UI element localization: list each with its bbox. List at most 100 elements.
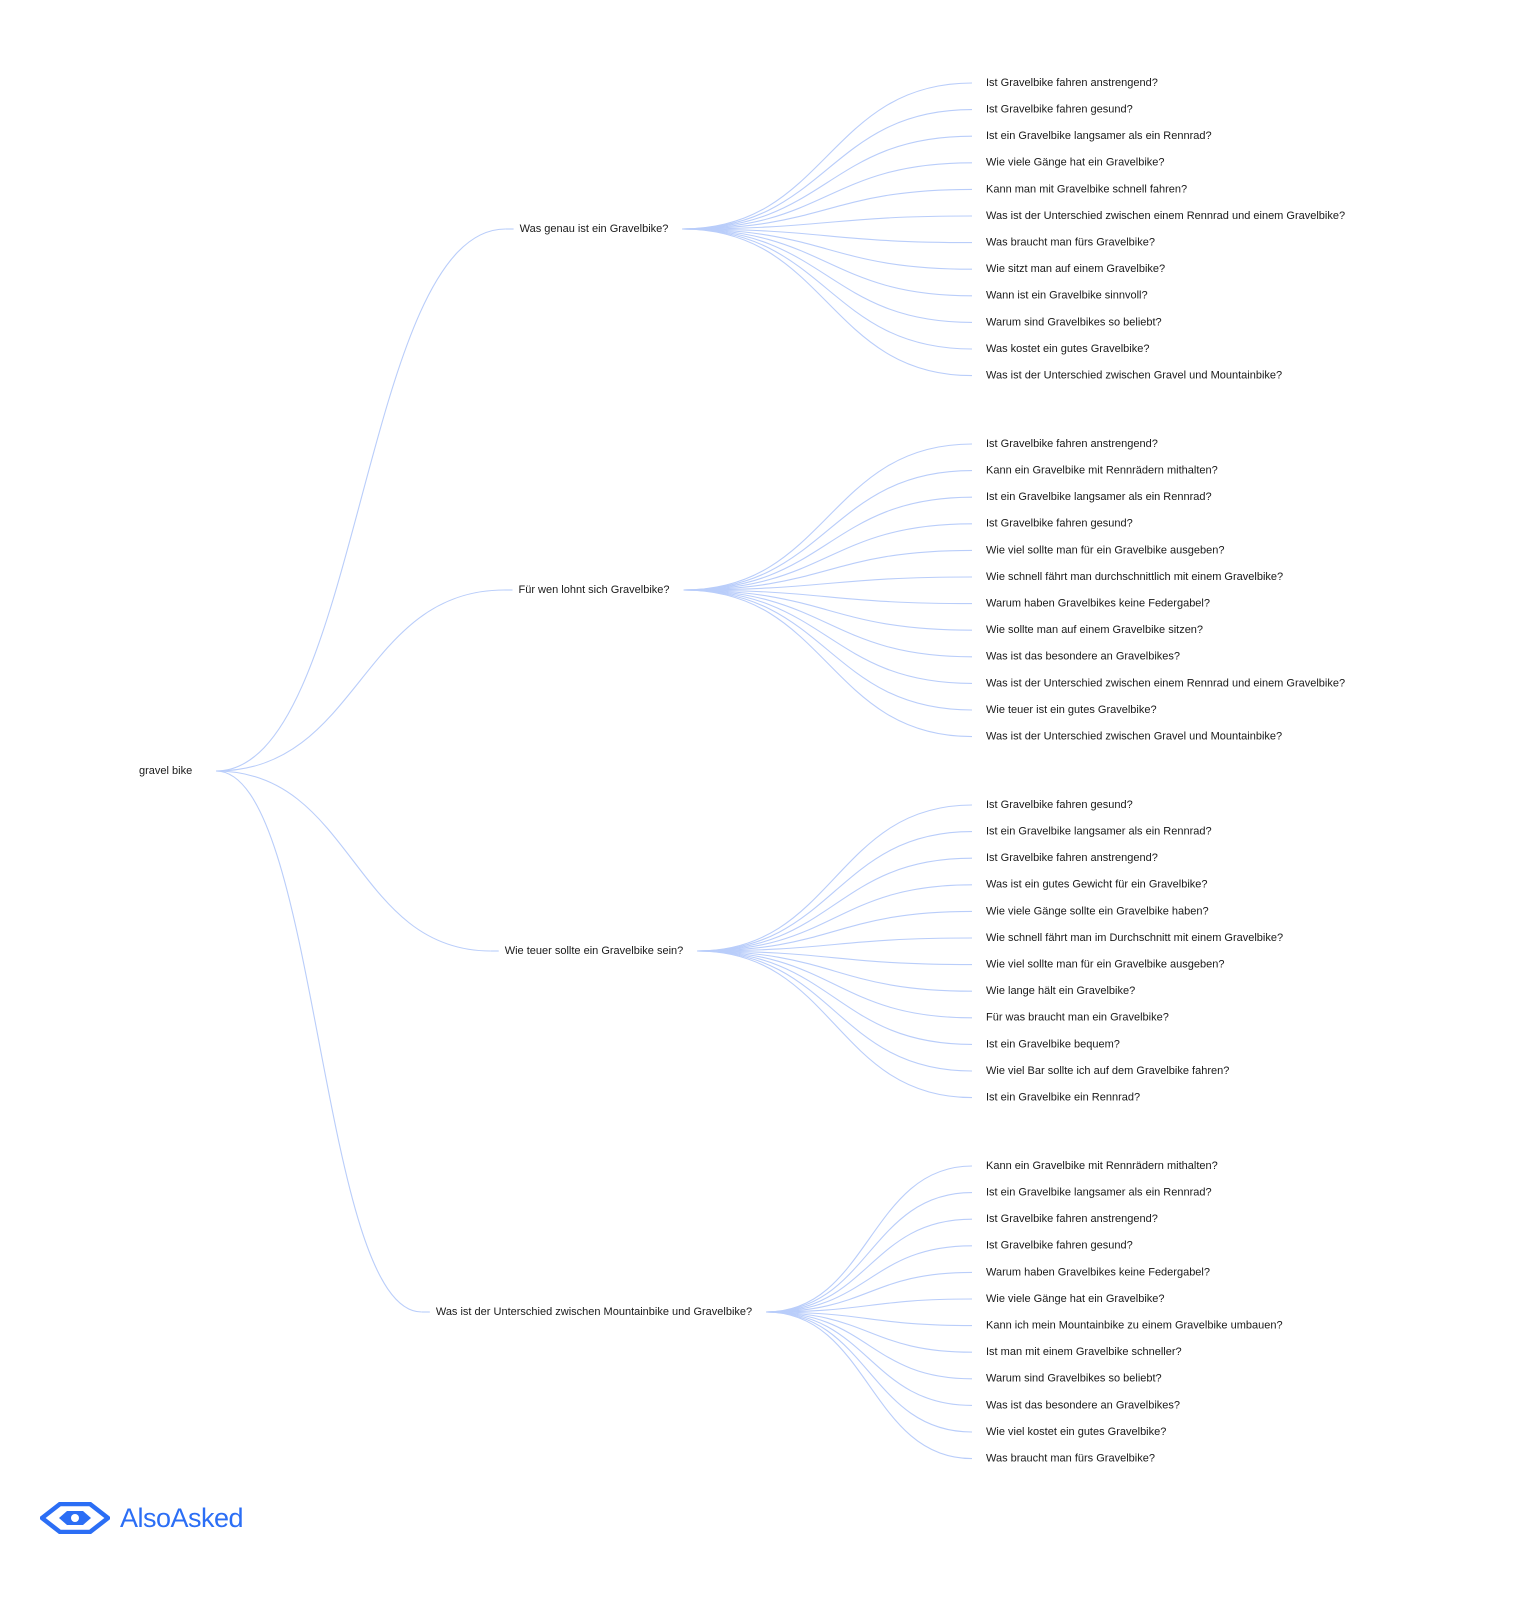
- branch-leaf-link: [697, 884, 973, 952]
- leaf-node: Ist Gravelbike fahren gesund?: [986, 1240, 1133, 1252]
- root-branch-link: [215, 770, 422, 1313]
- branch-leaf-link: [682, 228, 973, 297]
- leaf-node: Wie schnell fährt man durchschnittlich m…: [986, 571, 1283, 583]
- branch-leaf-link: [766, 1245, 973, 1313]
- branch-leaf-link: [766, 1311, 973, 1353]
- mind-map-links: [215, 82, 973, 1460]
- brand-logo: AlsoAsked: [40, 1502, 244, 1534]
- branch-leaf-link: [683, 589, 973, 711]
- branch-leaf-link: [766, 1311, 973, 1460]
- branch-leaf-link: [682, 228, 973, 323]
- branch-leaf-link: [683, 589, 973, 684]
- branch-leaf-link: [682, 162, 973, 230]
- branch-leaf-link: [697, 950, 973, 1045]
- leaf-node: Was ist das besondere an Gravelbikes?: [986, 1399, 1180, 1411]
- branch-leaf-link: [683, 576, 973, 591]
- leaf-node: Wie viel sollte man für ein Gravelbike a…: [986, 544, 1224, 556]
- leaf-node: Ist ein Gravelbike langsamer als ein Ren…: [986, 826, 1212, 838]
- leaf-node: Ist Gravelbike fahren anstrengend?: [986, 77, 1158, 89]
- branch-leaf-link: [683, 589, 973, 631]
- leaf-node: Wie viele Gänge hat ein Gravelbike?: [986, 1293, 1165, 1305]
- branch-leaf-link: [682, 82, 973, 230]
- branch-leaf-link: [697, 950, 973, 966]
- leaf-node: Ist ein Gravelbike langsamer als ein Ren…: [986, 491, 1212, 503]
- alsoasked-logo-icon: [40, 1502, 110, 1534]
- branch-leaf-link: [766, 1271, 973, 1313]
- leaf-node: Was ist der Unterschied zwischen einem R…: [986, 210, 1345, 222]
- leaf-node: Wann ist ein Gravelbike sinnvoll?: [986, 290, 1148, 302]
- root-branch-link: [215, 770, 491, 952]
- leaf-node: Wie teuer ist ein gutes Gravelbike?: [986, 704, 1157, 716]
- branch-leaf-link: [682, 228, 973, 270]
- branch-leaf-link: [683, 523, 973, 591]
- leaf-node: Wie sitzt man auf einem Gravelbike?: [986, 263, 1165, 275]
- leaf-node: Ist Gravelbike fahren anstrengend?: [986, 852, 1158, 864]
- leaf-node: Was ist der Unterschied zwischen einem R…: [986, 677, 1345, 689]
- leaf-node: Kann man mit Gravelbike schnell fahren?: [986, 183, 1187, 195]
- branch-leaf-link: [697, 910, 973, 952]
- root-branch-link: [215, 589, 505, 772]
- leaf-node: Was ist der Unterschied zwischen Gravel …: [986, 370, 1282, 382]
- leaf-node: Wie viel kostet ein gutes Gravelbike?: [986, 1426, 1166, 1438]
- leaf-node: Wie viele Gänge sollte ein Gravelbike ha…: [986, 905, 1209, 917]
- leaf-node: Wie lange hält ein Gravelbike?: [986, 985, 1135, 997]
- branch-leaf-link: [683, 589, 973, 658]
- leaf-node: Kann ein Gravelbike mit Rennrädern mitha…: [986, 1160, 1218, 1172]
- branch-leaf-link: [682, 228, 973, 377]
- leaf-node: Ist Gravelbike fahren gesund?: [986, 799, 1133, 811]
- leaf-node: Wie viel sollte man für ein Gravelbike a…: [986, 959, 1224, 971]
- leaf-node: Warum haben Gravelbikes keine Federgabel…: [986, 598, 1210, 610]
- leaf-node: Ist Gravelbike fahren gesund?: [986, 518, 1133, 530]
- leaf-node: Ist Gravelbike fahren anstrengend?: [986, 438, 1158, 450]
- leaf-node: Ist ein Gravelbike langsamer als ein Ren…: [986, 1187, 1212, 1199]
- branch-leaf-link: [683, 549, 973, 591]
- leaf-node: Warum haben Gravelbikes keine Federgabel…: [986, 1266, 1210, 1278]
- branch-leaf-link: [682, 215, 973, 230]
- branch-leaf-link: [766, 1218, 973, 1313]
- leaf-node: Was ist der Unterschied zwischen Gravel …: [986, 731, 1282, 743]
- branch-leaf-link: [697, 950, 973, 1019]
- root-branch-link: [215, 228, 506, 772]
- leaf-node: Was ist das besondere an Gravelbikes?: [986, 651, 1180, 663]
- leaf-node: Was braucht man fürs Gravelbike?: [986, 237, 1155, 249]
- branch-node: Für wen lohnt sich Gravelbike?: [518, 584, 669, 596]
- leaf-node: Wie sollte man auf einem Gravelbike sitz…: [986, 624, 1203, 636]
- branch-leaf-link: [682, 188, 973, 230]
- branch-node: Was ist der Unterschied zwischen Mountai…: [436, 1306, 752, 1318]
- leaf-node: Kann ich mein Mountainbike zu einem Grav…: [986, 1320, 1283, 1332]
- leaf-node: Ist ein Gravelbike langsamer als ein Ren…: [986, 130, 1212, 142]
- leaf-node: Wie viel Bar sollte ich auf dem Gravelbi…: [986, 1065, 1229, 1077]
- branch-leaf-link: [697, 950, 973, 1099]
- branch-leaf-link: [682, 228, 973, 350]
- branch-leaf-link: [697, 831, 973, 952]
- leaf-node: Für was braucht man ein Gravelbike?: [986, 1012, 1169, 1024]
- branch-node: Wie teuer sollte ein Gravelbike sein?: [505, 945, 684, 957]
- leaf-node: Was ist ein gutes Gewicht für ein Gravel…: [986, 879, 1208, 891]
- branch-leaf-link: [766, 1165, 973, 1313]
- branch-leaf-link: [682, 109, 973, 230]
- leaf-node: Ist Gravelbike fahren anstrengend?: [986, 1213, 1158, 1225]
- branch-leaf-link: [766, 1192, 973, 1313]
- root-node: gravel bike: [139, 765, 192, 777]
- branch-node: Was genau ist ein Gravelbike?: [520, 223, 669, 235]
- leaf-node: Was braucht man fürs Gravelbike?: [986, 1453, 1155, 1465]
- branch-leaf-link: [697, 857, 973, 952]
- branch-leaf-link: [683, 589, 973, 738]
- branch-leaf-link: [683, 470, 973, 591]
- branch-leaf-link: [766, 1298, 973, 1313]
- branch-leaf-link: [682, 135, 973, 230]
- leaf-node: Ist ein Gravelbike bequem?: [986, 1038, 1120, 1050]
- branch-leaf-link: [697, 804, 973, 952]
- branch-leaf-link: [682, 228, 973, 244]
- branch-leaf-link: [683, 496, 973, 591]
- leaf-node: Ist man mit einem Gravelbike schneller?: [986, 1346, 1182, 1358]
- leaf-node: Wie schnell fährt man im Durchschnitt mi…: [986, 932, 1283, 944]
- leaf-node: Kann ein Gravelbike mit Rennrädern mitha…: [986, 465, 1218, 477]
- branch-leaf-link: [766, 1311, 973, 1406]
- branch-leaf-link: [766, 1311, 973, 1433]
- branch-leaf-link: [683, 443, 973, 591]
- mind-map-nodes: gravel bike Was genau ist ein Gravelbike?…: [139, 77, 1345, 1465]
- leaf-node: Ist Gravelbike fahren gesund?: [986, 104, 1133, 116]
- leaf-node: Warum sind Gravelbikes so beliebt?: [986, 1373, 1162, 1385]
